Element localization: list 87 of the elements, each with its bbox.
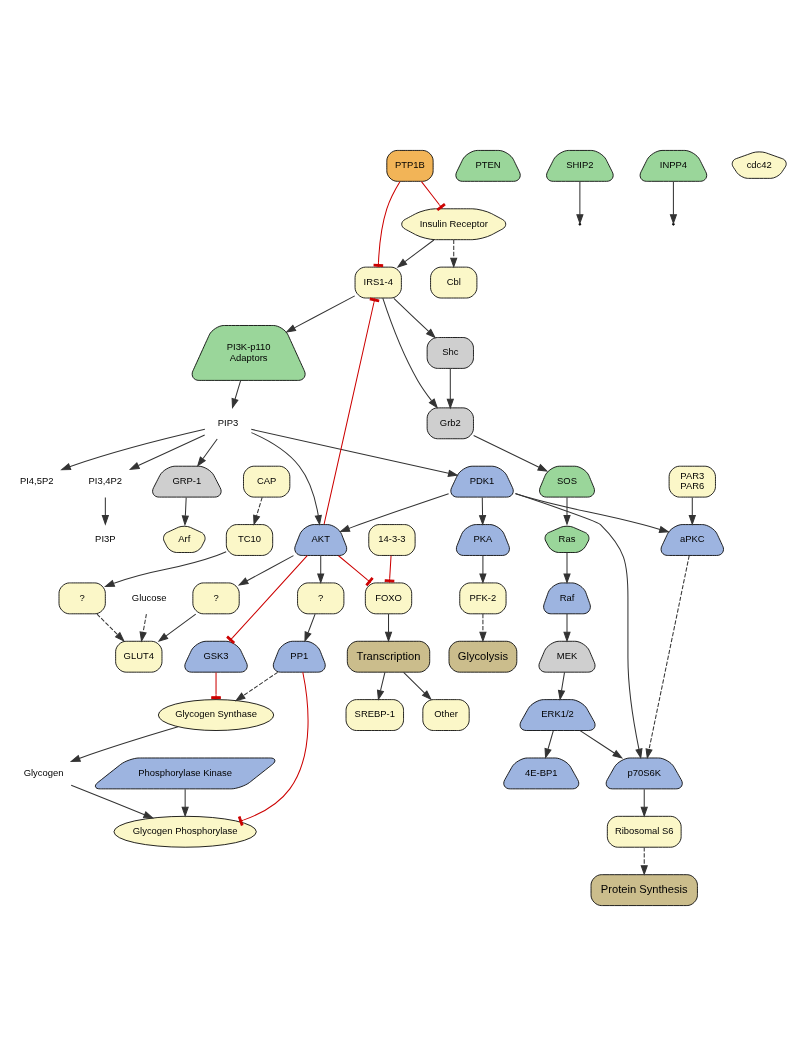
arrow	[181, 788, 189, 818]
arrow	[285, 295, 356, 333]
node-box: GLUT4	[115, 640, 163, 673]
node-box: FOXO	[364, 582, 413, 615]
arrow	[576, 181, 584, 225]
node-box: Grb2	[426, 407, 474, 440]
node-text: PI3,4P2	[88, 475, 123, 487]
node-box: PTP1B	[386, 150, 434, 182]
arrow	[101, 496, 110, 526]
arrow	[446, 368, 455, 410]
arrow	[473, 435, 549, 472]
arrow	[393, 297, 437, 339]
arrow	[104, 551, 227, 588]
arrow	[304, 613, 316, 643]
node-box: SREBP-1	[345, 699, 404, 731]
node-box: ?	[297, 582, 345, 615]
arrow	[317, 555, 325, 585]
connector	[226, 555, 308, 645]
arrow	[479, 555, 487, 585]
arrow	[514, 493, 643, 760]
node-box: Protein Synthesis	[590, 874, 698, 906]
arrow	[688, 496, 696, 526]
connector	[237, 671, 309, 826]
node-box: IRS1-4	[354, 266, 402, 299]
node-box: TC10	[225, 524, 274, 556]
arrow	[250, 432, 322, 526]
node-text: PI3P	[95, 533, 116, 545]
arrow	[253, 496, 263, 526]
arrow	[563, 552, 571, 585]
arrow	[640, 847, 648, 876]
node-box: Other	[422, 699, 470, 731]
node-text: PIP3	[217, 416, 239, 428]
arrow	[70, 784, 155, 819]
node-text: PI4,5P2	[19, 475, 54, 487]
connector	[420, 181, 446, 212]
connector	[338, 555, 374, 587]
arrow	[139, 613, 147, 643]
node-text: Glycogen	[23, 766, 64, 778]
arrow	[196, 438, 218, 468]
connector	[373, 181, 401, 268]
arrow	[478, 496, 487, 526]
arrow	[396, 239, 435, 268]
arrow	[181, 496, 190, 527]
node-box: CAP	[243, 465, 291, 498]
arrow	[234, 671, 279, 702]
node-box: ?	[192, 582, 240, 615]
node-box: Shc	[426, 337, 474, 369]
node-ellipse: Ras	[544, 525, 590, 553]
arrow	[60, 428, 206, 471]
arrow	[403, 671, 432, 701]
arrow	[544, 730, 554, 760]
node-ellipse: Insulin Receptor	[401, 208, 507, 241]
arrow	[231, 380, 242, 410]
arrow	[384, 613, 393, 643]
node-box: PAR3 PAR6	[668, 465, 716, 498]
node-box: 14-3-3	[368, 524, 416, 556]
arrow	[645, 555, 690, 760]
node-box: Ribosomal S6	[606, 815, 682, 848]
arrow	[376, 671, 386, 701]
arrow	[250, 428, 459, 477]
arrow	[69, 726, 179, 762]
arrow	[579, 730, 624, 759]
arrow	[128, 434, 206, 470]
node-ellipse: cdc42	[731, 151, 787, 179]
node-box: PFK-2	[459, 582, 507, 615]
arrow	[382, 297, 439, 409]
node-ellipse: Glycogen Synthase	[157, 699, 275, 731]
node-box: Glycolysis	[448, 640, 518, 673]
arrow	[563, 496, 571, 526]
node-box: ?	[58, 582, 106, 615]
arrow	[157, 613, 197, 642]
node-box: Transcription	[346, 640, 431, 673]
arrow	[450, 239, 458, 269]
arrow	[339, 493, 450, 532]
connector	[323, 297, 380, 525]
arrow	[96, 613, 125, 642]
arrow	[479, 613, 487, 643]
node-box: Cbl	[430, 266, 478, 299]
arrow	[640, 788, 648, 818]
node-text: Glucose	[131, 591, 167, 603]
arrow	[237, 555, 294, 586]
arrow	[557, 671, 566, 701]
arrow	[563, 613, 571, 643]
connector	[211, 671, 221, 700]
node-ellipse: Arf	[163, 525, 206, 553]
connector	[384, 555, 395, 584]
arrow	[669, 181, 678, 225]
